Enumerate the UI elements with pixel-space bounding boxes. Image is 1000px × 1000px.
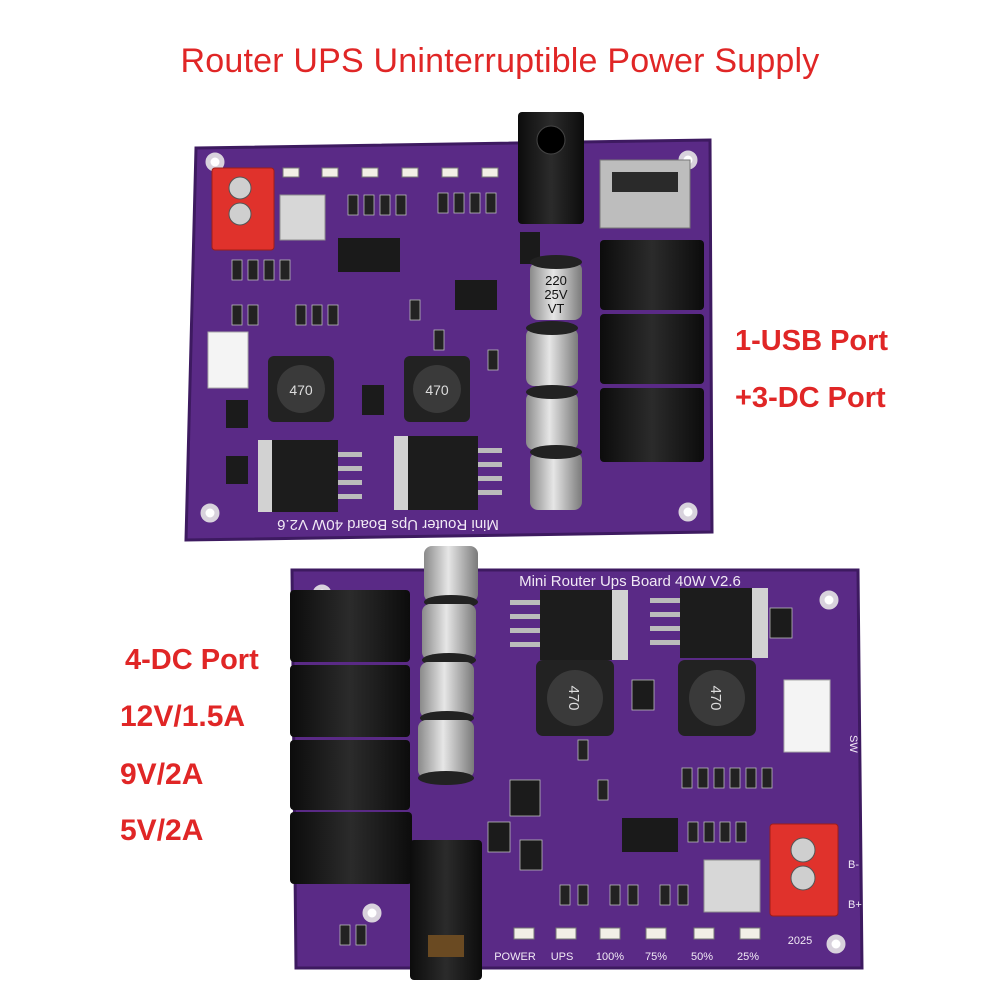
heatsink-pad-2	[703, 859, 761, 913]
switch-connector	[207, 331, 249, 389]
top-board-name: Mini Router Ups Board 40W V2.6	[277, 516, 499, 533]
top-inductor-1: 470	[268, 356, 334, 422]
bottom-dc-jacks	[290, 590, 412, 884]
terminal-plus-label: B+	[848, 899, 862, 911]
inductor-value-4: 470	[707, 685, 724, 710]
capacitor	[526, 385, 578, 450]
usb-port-label: 1-USB Port	[735, 325, 889, 357]
four-dc-port-label: 4-DC Port	[125, 644, 259, 676]
cap-value: 220	[545, 273, 567, 288]
top-led-row	[282, 167, 499, 178]
bottom-inductor-1: 470	[536, 660, 614, 736]
bottom-regulator-2	[650, 588, 768, 658]
output-9v-label: 9V/2A	[120, 758, 204, 791]
year-label: 2025	[788, 935, 812, 947]
heatsink-pad	[279, 194, 326, 241]
led-label-25: 25%	[737, 951, 759, 963]
bottom-led-row	[513, 927, 761, 940]
battery-terminal	[211, 167, 275, 251]
top-diode-3	[226, 456, 248, 484]
capacitor	[420, 662, 474, 725]
bottom-capacitors	[418, 546, 478, 785]
switch-connector-2	[783, 679, 831, 753]
inductor-value-1: 470	[289, 382, 313, 398]
top-diode-2	[226, 400, 248, 428]
top-usb-port	[599, 159, 691, 229]
bottom-ic	[622, 818, 678, 852]
capacitor	[418, 720, 474, 785]
output-12v-label: 12V/1.5A	[120, 700, 246, 733]
cap-series: VT	[548, 301, 565, 316]
battery-terminal-2	[769, 823, 839, 917]
bottom-regulator-1	[510, 590, 628, 660]
page-title: Router UPS Uninterruptible Power Supply	[180, 42, 820, 80]
inductor-value-2: 470	[425, 382, 449, 398]
led-label-power: POWER	[494, 951, 536, 963]
cap-voltage: 25V	[544, 287, 567, 302]
dc-port-label: +3-DC Port	[735, 382, 886, 414]
led-label-100: 100%	[596, 951, 624, 963]
top-smd-parts	[231, 192, 499, 371]
bottom-board-name: Mini Router Ups Board 40W V2.6	[519, 573, 741, 590]
top-regulator	[455, 280, 497, 310]
top-ic	[338, 238, 400, 272]
output-5v-label: 5V/2A	[120, 814, 204, 847]
led-label-75: 75%	[645, 951, 667, 963]
top-dc-jacks	[600, 240, 704, 462]
sw-label: SW	[847, 735, 859, 753]
top-power-jack	[518, 112, 584, 224]
led-label-50: 50%	[691, 951, 713, 963]
top-diode-4	[362, 385, 384, 415]
bottom-inductor-2: 470	[678, 660, 756, 736]
terminal-minus-label: B-	[848, 859, 859, 871]
top-inductor-2: 470	[404, 356, 470, 422]
capacitor	[526, 321, 578, 386]
top-capacitors: 220 25V VT	[526, 255, 582, 510]
top-board: 470 470	[184, 112, 714, 542]
inductor-value-3: 470	[565, 685, 582, 710]
top-diode	[520, 232, 540, 264]
capacitor	[422, 604, 476, 667]
capacitor	[530, 255, 582, 320]
capacitor	[530, 445, 582, 510]
top-regulator-1	[258, 440, 362, 512]
capacitor	[424, 546, 478, 609]
top-regulator-2	[394, 436, 502, 510]
bottom-power-jack	[410, 840, 482, 980]
bottom-board: 470 470 SW	[290, 546, 864, 980]
led-label-ups: UPS	[551, 951, 574, 963]
